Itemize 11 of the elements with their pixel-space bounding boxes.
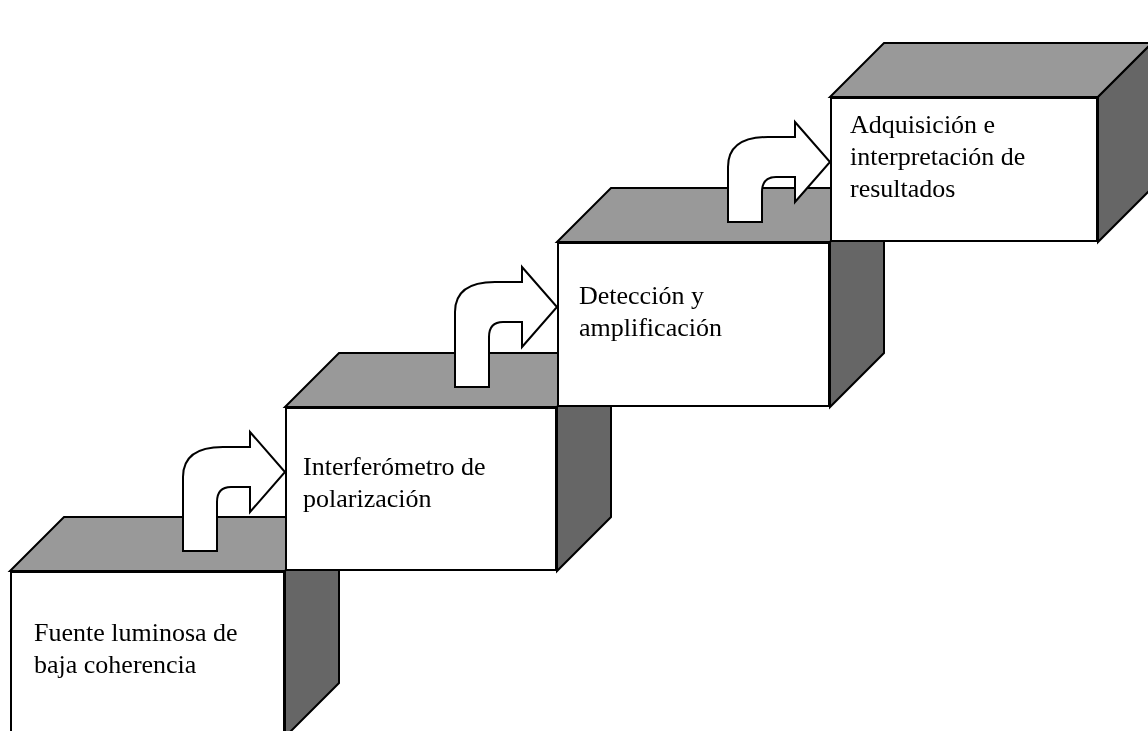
step-label: Interferómetro de polarización — [303, 451, 487, 515]
step-block — [10, 571, 285, 731]
step-label: Fuente luminosa de baja coherencia — [34, 617, 239, 681]
step-label: Adquisición e interpretación de resultados — [850, 109, 1027, 205]
curved-arrow — [727, 121, 831, 223]
step-block — [557, 242, 830, 407]
step-block — [285, 407, 557, 571]
step-label: Detección y amplificación — [579, 280, 723, 344]
curved-arrow — [182, 431, 286, 552]
curved-arrow — [454, 266, 558, 388]
step-block — [830, 97, 1098, 242]
